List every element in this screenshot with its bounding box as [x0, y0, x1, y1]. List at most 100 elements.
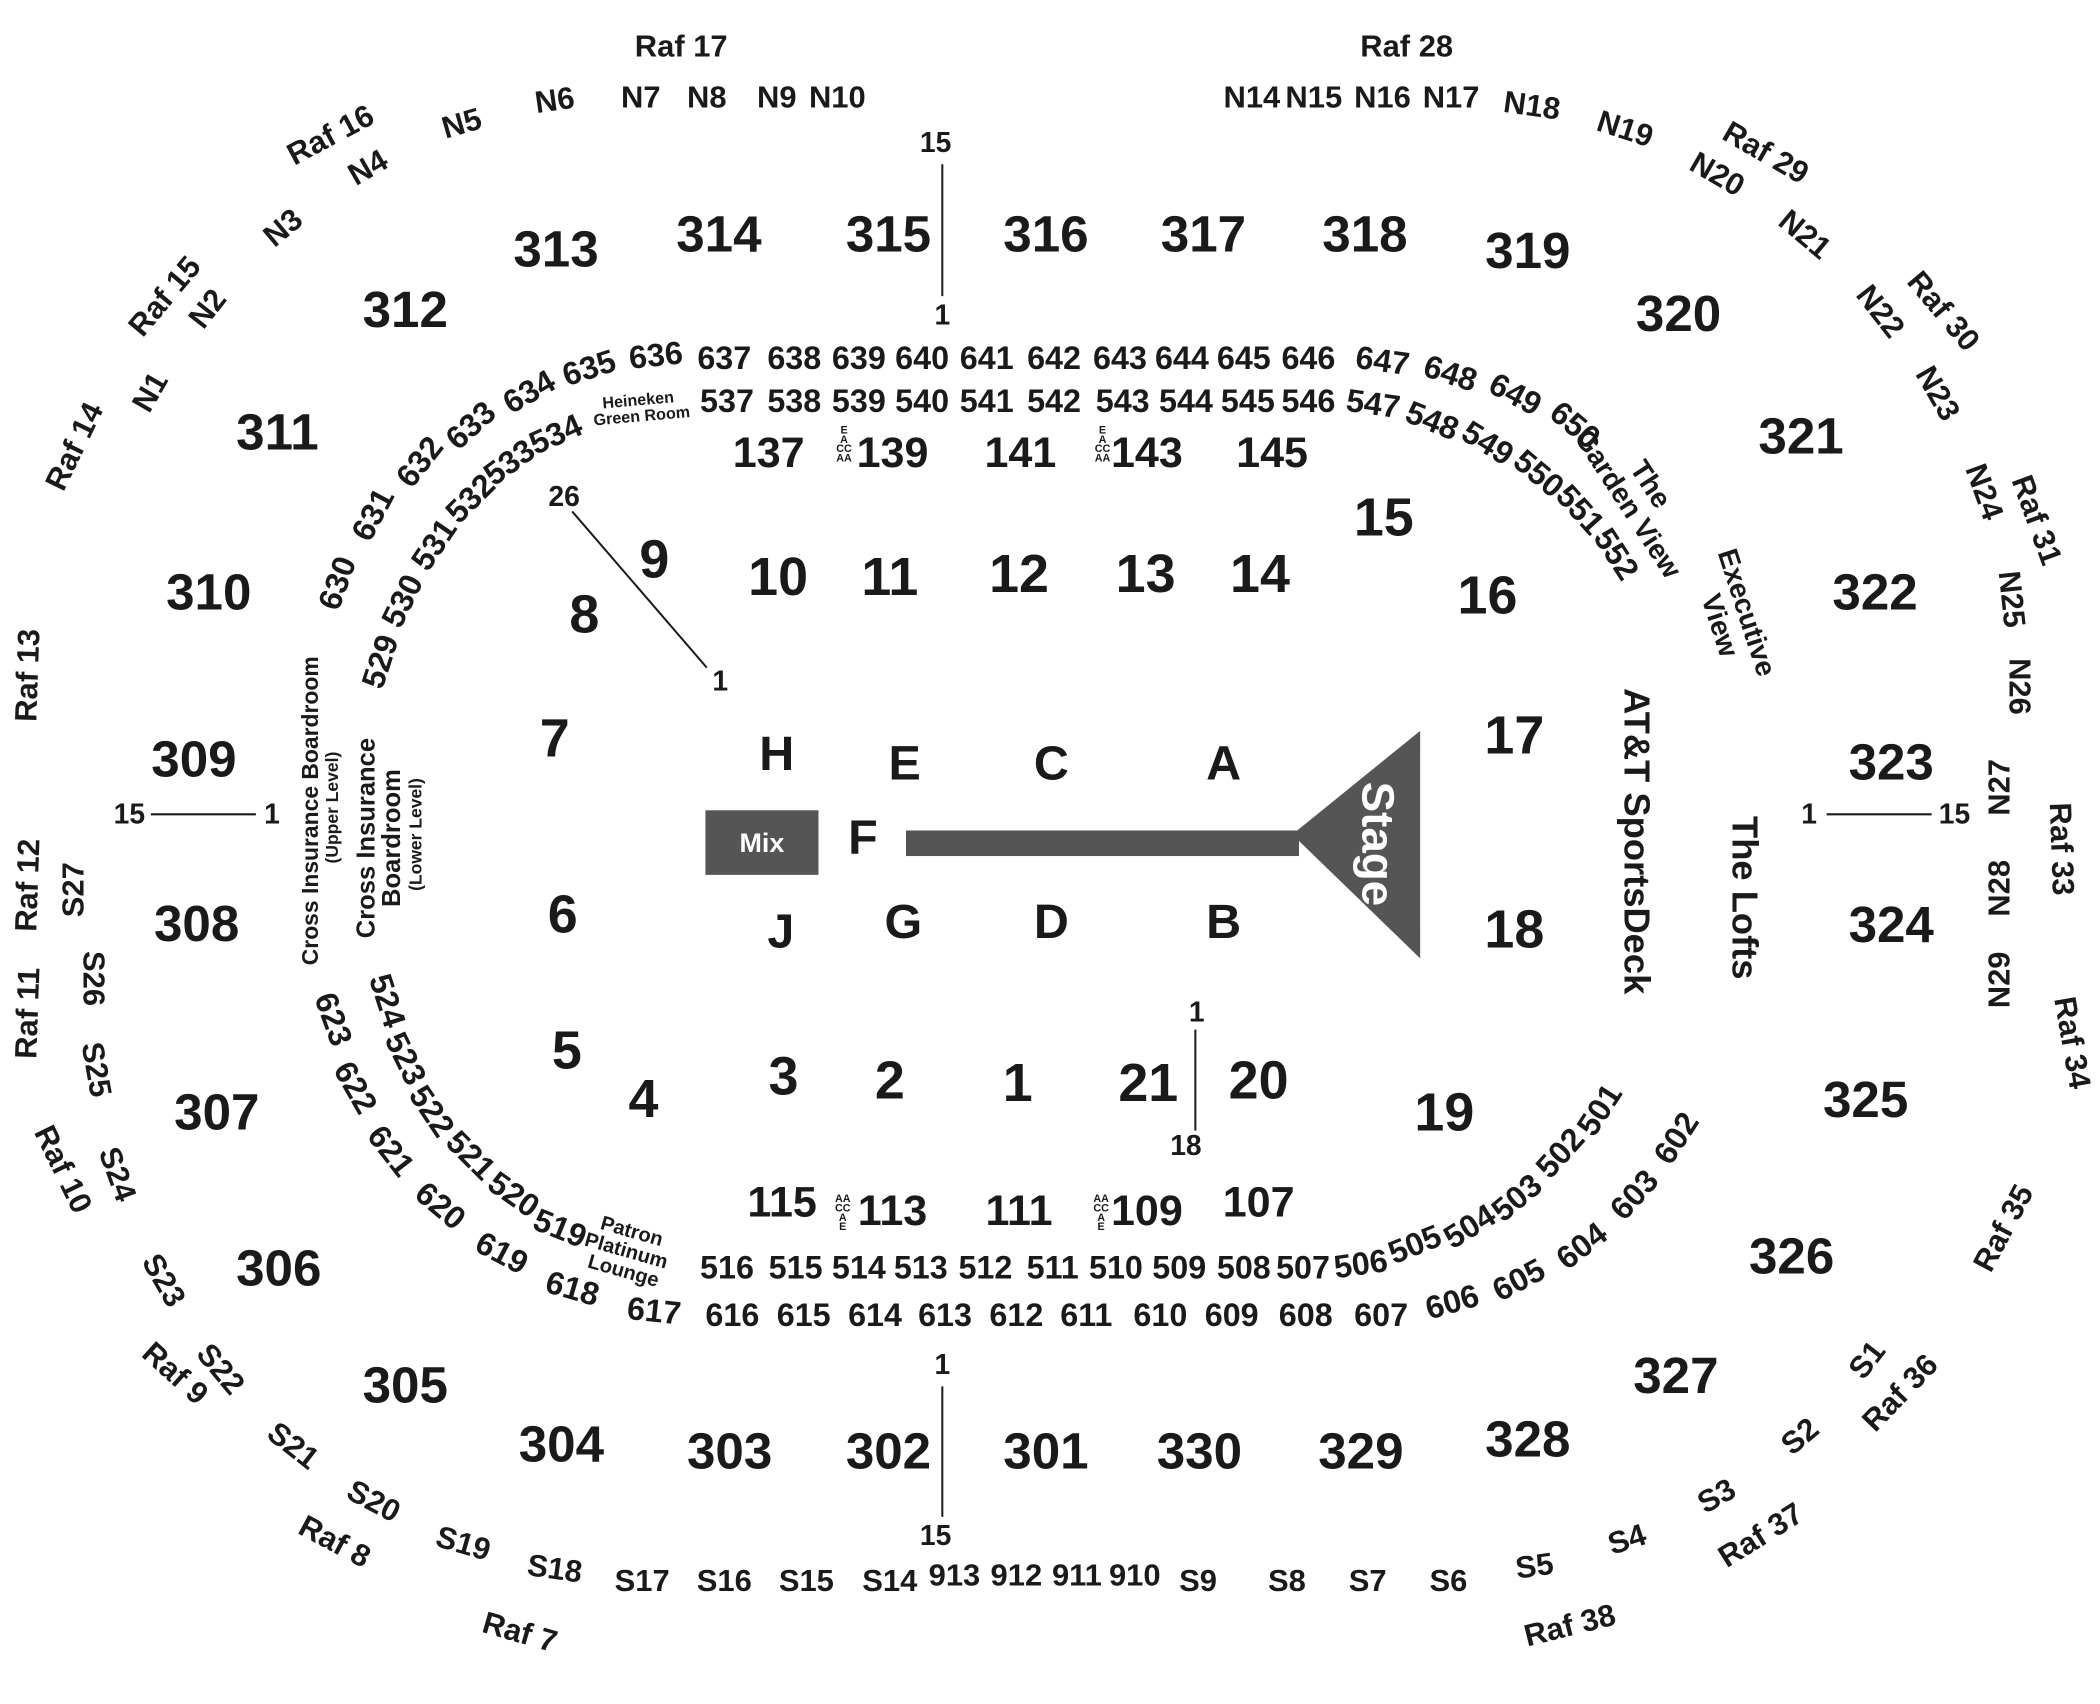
north-section[interactable]: N23 — [1909, 360, 1968, 427]
floor-section[interactable]: D — [1034, 895, 1069, 949]
south-section[interactable]: S20 — [341, 1473, 406, 1530]
south-section[interactable]: S9 — [1179, 1563, 1217, 1598]
north-section[interactable]: N9 — [757, 80, 797, 115]
section-600[interactable]: 615 — [777, 1297, 831, 1333]
heineken-green-room-label[interactable]: Heineken Green Room — [591, 387, 691, 429]
section-500[interactable]: 515 — [769, 1250, 823, 1286]
section-600[interactable]: 631 — [344, 482, 401, 547]
section-600[interactable]: 611 — [1060, 1297, 1112, 1333]
boardroom-lower-label[interactable]: Cross Insurance Boardroom (Lower Level) — [352, 731, 425, 938]
section-300[interactable]: 315 — [846, 206, 931, 263]
south-section[interactable]: S3 — [1691, 1471, 1741, 1520]
section-300[interactable]: 322 — [1832, 564, 1917, 621]
north-section[interactable]: N19 — [1593, 103, 1658, 154]
section-600[interactable]: 643 — [1093, 340, 1147, 376]
lower-section[interactable]: 21 — [1118, 1053, 1178, 1113]
lower-section[interactable]: 17 — [1484, 706, 1544, 766]
section-300[interactable]: 317 — [1161, 206, 1246, 263]
south-section[interactable]: S16 — [697, 1563, 752, 1598]
lower-section[interactable]: 4 — [629, 1069, 659, 1129]
section-300[interactable]: 327 — [1633, 1347, 1718, 1404]
section-600[interactable]: 634 — [497, 362, 562, 420]
north-section[interactable]: N26 — [2003, 658, 2038, 715]
south-section[interactable]: S21 — [261, 1415, 326, 1476]
section-600[interactable]: 605 — [1486, 1251, 1551, 1308]
section-300[interactable]: 321 — [1758, 408, 1843, 465]
section-600[interactable]: 630 — [311, 552, 363, 615]
section-500[interactable]: 513 — [894, 1250, 948, 1286]
section-600[interactable]: 622 — [327, 1055, 385, 1120]
section-600[interactable]: 633 — [439, 394, 503, 457]
section-600[interactable]: 638 — [767, 340, 821, 376]
north-section[interactable]: N21 — [1772, 203, 1838, 266]
north-section[interactable]: N7 — [621, 80, 661, 115]
rafter-section[interactable]: Raf 35 — [1966, 1179, 2040, 1277]
section-600[interactable]: 604 — [1549, 1215, 1614, 1277]
lower-section[interactable]: 143 — [1111, 429, 1183, 477]
section-500[interactable]: 512 — [958, 1250, 1012, 1286]
south-section[interactable]: S24 — [92, 1142, 144, 1206]
south-section[interactable]: S25 — [75, 1039, 119, 1099]
south-section[interactable]: S6 — [1429, 1563, 1467, 1598]
lower-section[interactable]: 9 — [639, 529, 669, 589]
section-500[interactable]: 508 — [1217, 1250, 1271, 1286]
north-section[interactable]: N16 — [1354, 80, 1411, 115]
section-500[interactable]: 545 — [1221, 383, 1275, 419]
section-300[interactable]: 316 — [1003, 206, 1088, 263]
lower-section[interactable]: 115 — [747, 1179, 816, 1227]
section-500[interactable]: 524 — [362, 970, 413, 1032]
lower-section[interactable]: 12 — [989, 544, 1049, 604]
section-600[interactable]: 649 — [1483, 366, 1547, 423]
section-600[interactable]: 607 — [1354, 1297, 1408, 1333]
section-300[interactable]: 304 — [519, 1416, 605, 1473]
section-600[interactable]: 644 — [1155, 340, 1209, 376]
section-600[interactable]: 602 — [1646, 1106, 1706, 1171]
section-300[interactable]: 329 — [1318, 1422, 1403, 1479]
lower-section[interactable]: 14 — [1230, 544, 1290, 604]
section-600[interactable]: 640 — [895, 340, 949, 376]
section-500[interactable]: 540 — [895, 383, 949, 419]
rafter-section[interactable]: Raf 14 — [38, 396, 111, 496]
lower-section[interactable]: 111 — [985, 1187, 1052, 1235]
rafter-section[interactable]: Raf 11 — [8, 967, 46, 1059]
section-300[interactable]: 310 — [166, 564, 251, 621]
section-300[interactable]: 312 — [363, 281, 448, 338]
lower-section[interactable]: 19 — [1414, 1083, 1474, 1143]
section-500[interactable]: 543 — [1096, 383, 1150, 419]
north-section[interactable]: N24 — [1958, 459, 2011, 525]
section-600[interactable]: 616 — [705, 1297, 759, 1333]
lower-section[interactable]: 1 — [1003, 1053, 1033, 1113]
section-300[interactable]: 325 — [1823, 1071, 1908, 1128]
lower-section[interactable]: 113 — [858, 1187, 927, 1235]
section-600[interactable]: 621 — [360, 1118, 422, 1183]
south-section[interactable]: S17 — [615, 1563, 670, 1598]
south-section[interactable]: S23 — [135, 1248, 193, 1313]
lower-section[interactable]: 139 — [857, 429, 929, 477]
north-section[interactable]: N17 — [1423, 80, 1480, 115]
section-500[interactable]: 501 — [1570, 1077, 1630, 1142]
rafter-section[interactable]: Raf 28 — [1360, 29, 1453, 64]
rafter-section[interactable]: Raf 8 — [293, 1508, 376, 1574]
north-section[interactable]: N27 — [1982, 759, 2017, 816]
floor-section[interactable]: F — [848, 810, 878, 864]
north-section[interactable]: N6 — [533, 80, 577, 120]
lower-section[interactable]: 7 — [540, 708, 570, 768]
section-300[interactable]: 309 — [151, 731, 236, 788]
floor-section[interactable]: H — [759, 727, 794, 781]
section-600[interactable]: 645 — [1217, 340, 1271, 376]
section-600[interactable]: 648 — [1419, 348, 1481, 399]
section-300[interactable]: 307 — [174, 1083, 259, 1140]
section-300[interactable]: 318 — [1322, 206, 1407, 263]
section-300[interactable]: 305 — [363, 1357, 448, 1414]
section-600[interactable]: 637 — [697, 340, 751, 376]
section-500[interactable]: 516 — [700, 1250, 754, 1286]
lower-section[interactable]: 145 — [1236, 429, 1308, 477]
south-section[interactable]: S7 — [1349, 1563, 1387, 1598]
section-600[interactable]: 641 — [960, 340, 1014, 376]
section-900[interactable]: 910 — [1109, 1558, 1161, 1593]
section-500[interactable]: 506 — [1332, 1242, 1390, 1285]
lower-section[interactable]: 6 — [548, 885, 578, 945]
section-600[interactable]: 619 — [470, 1224, 534, 1281]
section-300[interactable]: 319 — [1485, 222, 1570, 279]
section-900[interactable]: 911 — [1052, 1558, 1102, 1593]
